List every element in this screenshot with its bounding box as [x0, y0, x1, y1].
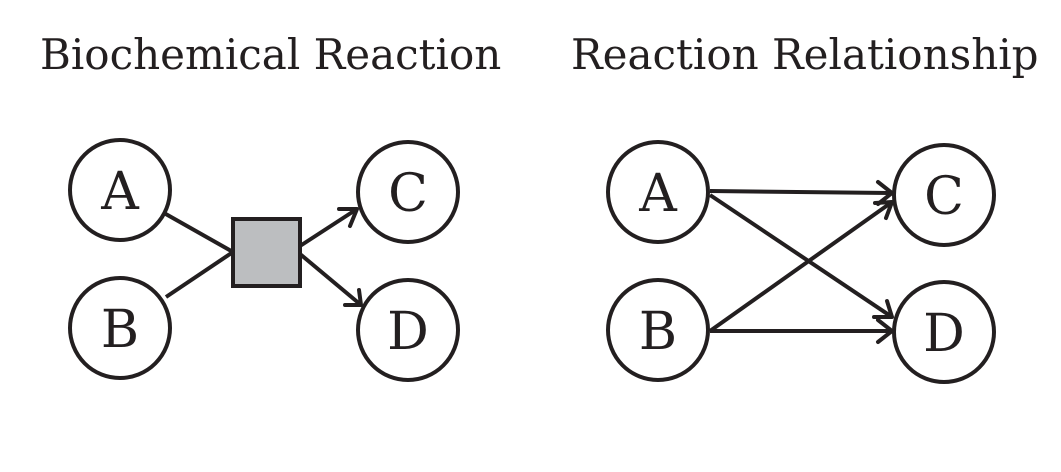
node-b-label: B [101, 300, 139, 360]
edge-a-to-d [708, 193, 894, 319]
edge-b-to-c [708, 200, 894, 333]
node-c: C [356, 140, 460, 244]
node-c-label: C [388, 164, 428, 224]
node-a-label: A [100, 162, 140, 222]
biochemical-reaction-diagram: A B C D [68, 138, 460, 382]
node-b: B [68, 276, 172, 380]
edge-reaction-to-c [298, 207, 359, 248]
biochemical-reaction-title: Biochemical Reaction [40, 30, 502, 79]
reaction-relationship-title: Reaction Relationship [571, 30, 1039, 79]
edge-b-to-d [710, 318, 894, 344]
edge-a-to-c [709, 180, 894, 206]
edge-b-to-reaction [164, 250, 235, 299]
node-a: A [68, 138, 172, 242]
node-d: D [892, 280, 996, 384]
node-c-label: C [924, 167, 964, 227]
edge-reaction-to-d [298, 252, 363, 307]
node-d: D [356, 278, 460, 382]
reaction-node [231, 217, 302, 288]
node-c: C [892, 143, 996, 247]
reaction-relationship-diagram: A B C D [606, 140, 996, 384]
edge-a-to-reaction [163, 211, 234, 254]
node-a: A [606, 140, 710, 244]
node-d-label: D [387, 302, 429, 362]
node-a-label: A [638, 164, 678, 224]
node-b-label: B [639, 302, 677, 362]
node-b: B [606, 278, 710, 382]
node-d-label: D [923, 304, 965, 364]
